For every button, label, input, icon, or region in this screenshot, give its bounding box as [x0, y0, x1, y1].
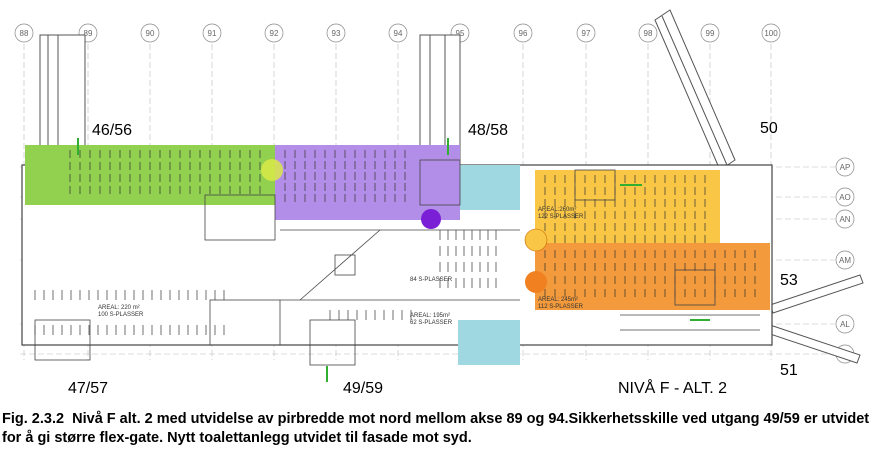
grid-axis-label: 95 — [456, 29, 465, 38]
grid-row-label: AL — [840, 320, 850, 329]
zone-cyan-top — [460, 165, 520, 210]
gate-label-48-58: 48/58 — [468, 122, 508, 139]
grid-axis-markers: 88 89 90 91 92 93 94 95 96 97 98 99 100 — [14, 23, 781, 43]
left-seats-label: 100 S-PLASSER — [98, 312, 144, 318]
exit-arrows — [77, 138, 710, 382]
grid-axis-label: 92 — [270, 29, 279, 38]
grid-axis-label: 89 — [84, 29, 93, 38]
zone-marker-yellow-green — [261, 159, 283, 181]
grid-row-label: AN — [839, 215, 850, 224]
zone-purple — [275, 145, 460, 220]
figure-caption-text: Nivå F alt. 2 med utvidelse av pirbredde… — [2, 411, 870, 446]
figure-caption: Fig. 2.3.2 Nivå F alt. 2 med utvidelse a… — [2, 410, 882, 448]
zone-cyan-bottom — [458, 320, 520, 365]
gate-label-46-56: 46/56 — [92, 122, 132, 139]
grid-axis-label: 91 — [208, 29, 217, 38]
center-seats-label: 84 S-PLASSER — [410, 277, 453, 283]
gate-label-51: 51 — [780, 362, 798, 379]
grid-axis-label: 96 — [519, 29, 528, 38]
grid-row-marker: AK — [20, 344, 855, 364]
grid-axis-label: 94 — [394, 29, 403, 38]
grid-axis-label: 100 — [764, 29, 778, 38]
jet-bridge-50 — [654, 9, 736, 171]
zone-marker-orange — [525, 271, 547, 293]
grid-row-label: AM — [839, 256, 851, 265]
grid-axis-marker: 90 — [140, 23, 160, 43]
grid-axis-label: 99 — [706, 29, 715, 38]
figure-number: Fig. 2.3.2 — [2, 411, 65, 427]
interior-walls — [34, 159, 760, 366]
grid-axis-marker: 93 — [326, 23, 346, 43]
gate-label-49-59: 49/59 — [343, 380, 383, 397]
grid-axis-marker: 98 — [638, 23, 658, 43]
seat-rows — [34, 150, 756, 335]
grid-axis-marker: 100 — [761, 23, 781, 43]
left-area-label: AREAL: 220 m² — [98, 305, 140, 311]
grid-axis-label: 93 — [332, 29, 341, 38]
orange-area-label: AREAL: 245m² — [538, 297, 578, 303]
floor-plan: 88 89 90 91 92 93 94 95 96 97 98 99 100 AP AO AN AM AL AK — [14, 9, 864, 397]
gate-label-53: 53 — [780, 272, 798, 289]
zone-marker-violet — [421, 209, 441, 229]
zone-green — [25, 145, 280, 205]
center-seats2-label: 62 S-PLASSER — [410, 320, 453, 326]
grid-axis-marker: 97 — [576, 23, 596, 43]
zone-marker-yellow — [524, 228, 548, 252]
level-label: NIVÅ F - ALT. 2 — [618, 378, 727, 397]
orange-seats-label: 112 S-PLASSER — [538, 304, 584, 310]
zone-orange — [535, 243, 770, 310]
grid-axis-marker: 94 — [388, 23, 408, 43]
grid-axis-marker: 96 — [513, 23, 533, 43]
grid-axis-marker: 88 — [14, 23, 34, 43]
gate-label-47-57: 47/57 — [68, 380, 108, 397]
yellow-seats-label: 122 S-PLASSER — [538, 214, 584, 220]
yellow-area-label: AREAL:260m² — [538, 207, 576, 213]
grid-axis-label: 97 — [582, 29, 591, 38]
grid-axis-marker: 91 — [202, 23, 222, 43]
grid-axis-label: 88 — [20, 29, 29, 38]
grid-axis-marker: 99 — [700, 23, 720, 43]
center-area-label: AREAL: 195m² — [410, 313, 450, 319]
grid-axis-label: 98 — [644, 29, 653, 38]
grid-axis-marker: 92 — [264, 23, 284, 43]
grid-row-label: AO — [839, 193, 851, 202]
grid-axis-label: 90 — [146, 29, 155, 38]
gate-label-50: 50 — [760, 120, 778, 137]
grid-row-label: AP — [840, 163, 851, 172]
